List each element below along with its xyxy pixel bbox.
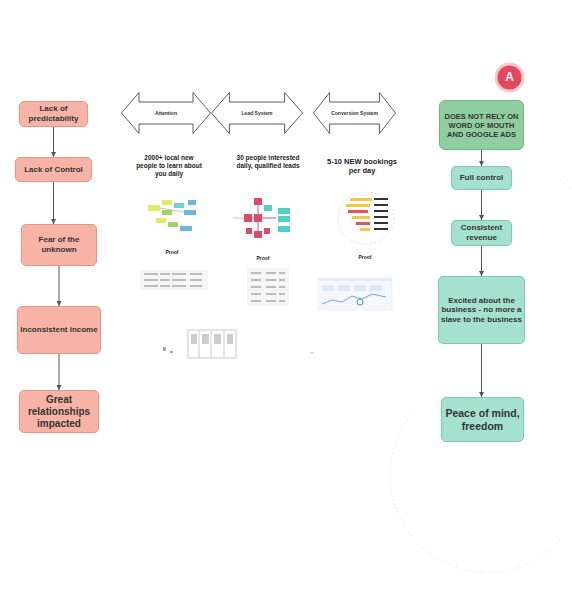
connector-line bbox=[481, 190, 482, 220]
node-text: Attention bbox=[155, 110, 177, 116]
node-text: Fear of the unknown bbox=[24, 235, 94, 254]
screenshot-table bbox=[247, 268, 289, 306]
double-arrow: Conversion System bbox=[313, 92, 396, 134]
screenshot-table bbox=[140, 270, 208, 290]
problem-box: Great relationships impacted bbox=[19, 390, 99, 433]
node-text: Lack of Control bbox=[24, 165, 83, 175]
connector-line bbox=[481, 246, 482, 276]
node-text: Peace of mind, freedom bbox=[444, 407, 521, 432]
outcome-box: DOES NOT RELY ON WORD OF MOUTH AND GOOGL… bbox=[439, 100, 524, 150]
node-text: Consistent revenue bbox=[454, 223, 509, 242]
problem-box: Lack of Control bbox=[15, 157, 92, 182]
metric-text: 5-10 NEW bookings per day bbox=[326, 157, 398, 176]
double-arrow: Attention bbox=[121, 92, 211, 134]
proof-label: Proof bbox=[350, 254, 380, 260]
node-text: Excited about the business - no more a s… bbox=[441, 296, 522, 325]
connector-line bbox=[481, 344, 482, 397]
outcome-box: Consistent revenue bbox=[451, 220, 512, 246]
problem-box: Fear of the unknown bbox=[21, 224, 97, 266]
avatar-circle: A bbox=[494, 62, 525, 93]
connector-line bbox=[59, 354, 60, 390]
screenshot-pages bbox=[163, 330, 314, 358]
node-text: Full control bbox=[460, 173, 504, 183]
connector-line bbox=[481, 150, 482, 166]
outcome-box: Excited about the business - no more a s… bbox=[438, 276, 525, 344]
problem-box: inconsistent income bbox=[17, 306, 101, 354]
proof-label: Proof bbox=[157, 249, 187, 255]
dotted-arc bbox=[560, 180, 572, 190]
node-text: A bbox=[505, 70, 514, 84]
node-text: DOES NOT RELY ON WORD OF MOUTH AND GOOGL… bbox=[442, 112, 521, 139]
connector-line bbox=[53, 182, 54, 224]
proof-label: Proof bbox=[248, 255, 278, 261]
node-text: Lead System bbox=[242, 110, 273, 116]
problem-box: Lack of predictability bbox=[19, 101, 88, 127]
thumbnail-map bbox=[233, 198, 290, 238]
thumbnail-funnel bbox=[338, 192, 394, 244]
outcome-box: Peace of mind, freedom bbox=[441, 397, 524, 442]
thumbnail-map bbox=[148, 200, 196, 231]
metric-text: 30 people interested daily, qualified le… bbox=[232, 154, 304, 170]
connector-line bbox=[59, 266, 60, 306]
node-text: inconsistent income bbox=[20, 325, 97, 335]
node-text: Great relationships impacted bbox=[22, 394, 96, 430]
metric-text: 2000+ local new people to learn about yo… bbox=[136, 154, 202, 178]
node-text: Lack of predictability bbox=[22, 104, 85, 123]
screenshot-dashboard bbox=[318, 278, 392, 310]
outcome-box: Full control bbox=[451, 166, 512, 190]
node-text: Conversion System bbox=[331, 110, 378, 116]
connector-line bbox=[53, 127, 54, 157]
double-arrow: Lead System bbox=[211, 92, 303, 134]
